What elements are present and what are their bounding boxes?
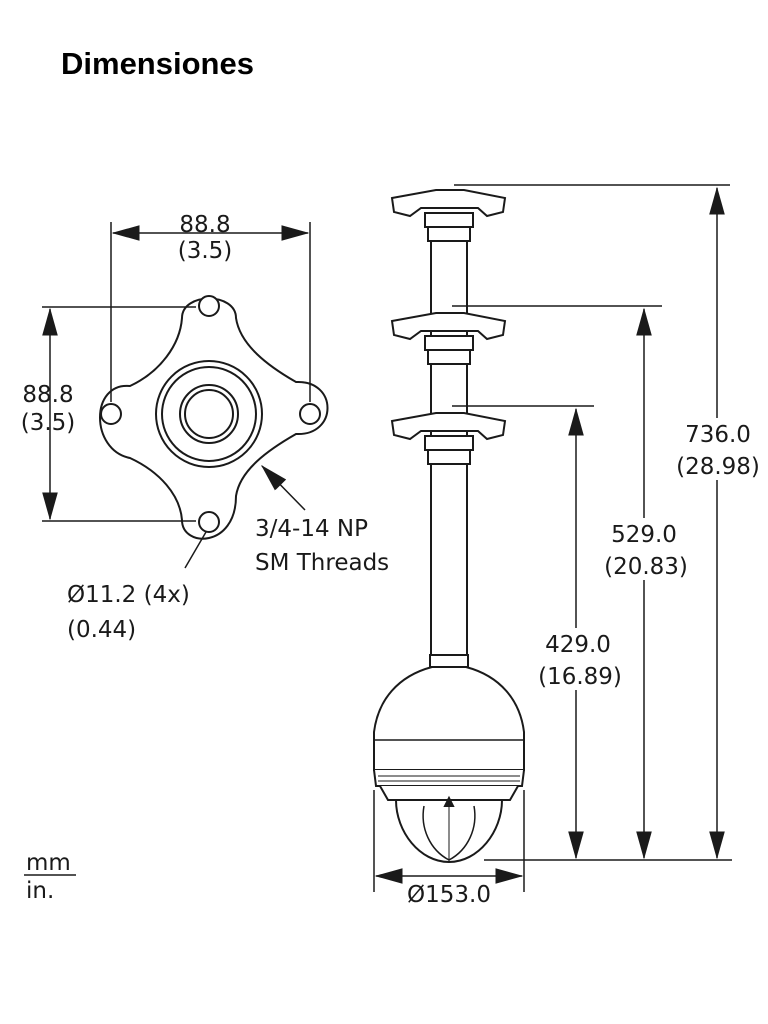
mount-hole-bottom [198, 511, 220, 533]
pendant-dimensions [373, 184, 732, 892]
length-429-mm: 429.0 [545, 632, 611, 658]
length-529-in: (20.83) [604, 554, 688, 580]
dome-housing [373, 666, 525, 771]
pendant-assembly [373, 189, 525, 864]
thread-callout-line1: 3/4-14 NP [255, 516, 368, 542]
dome-diameter: Ø153.0 [407, 882, 491, 908]
pipe-clamp-middle [390, 312, 507, 365]
center-bore-inner [184, 389, 234, 439]
plate-height-in: (3.5) [21, 410, 76, 436]
length-736-in: (28.98) [676, 454, 760, 480]
units-in: in. [26, 878, 54, 904]
length-429-in: (16.89) [538, 664, 622, 690]
plate-width-mm: 88.8 [179, 212, 230, 238]
pipe-clamp-bottom [390, 412, 507, 465]
units-legend: mm in. [24, 850, 76, 904]
plate-height-mm: 88.8 [22, 382, 73, 408]
plate-width-in: (3.5) [178, 238, 233, 264]
mount-plate [99, 295, 329, 540]
page-title: Dimensiones [61, 46, 254, 81]
mount-hole-right [299, 403, 321, 425]
units-mm: mm [26, 850, 71, 876]
length-529-mm: 529.0 [611, 522, 677, 548]
length-736-mm: 736.0 [685, 422, 751, 448]
hole-callout-line1: Ø11.2 (4x) [67, 582, 190, 608]
pipe-collar [429, 654, 469, 668]
mount-hole-left [100, 403, 122, 425]
thread-callout-line2: SM Threads [255, 550, 389, 576]
pipe-clamp-top [390, 189, 507, 242]
mount-hole-top [198, 295, 220, 317]
plate-dimensions [42, 222, 311, 569]
hole-callout-line2: (0.44) [67, 617, 136, 643]
